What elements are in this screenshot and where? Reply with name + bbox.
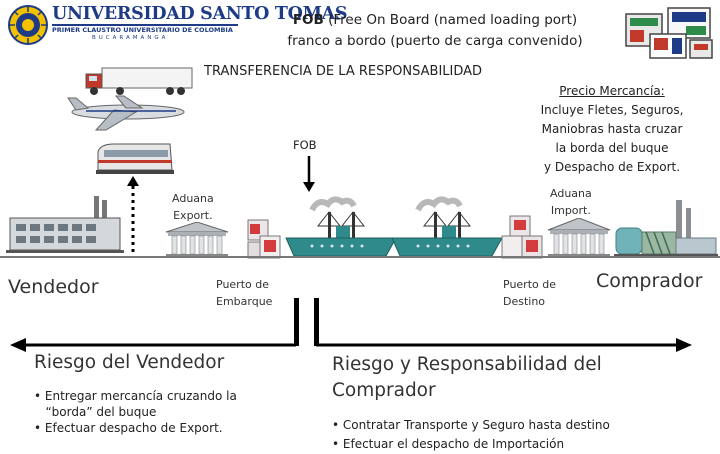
- seller-risk-item: “borda” del buque: [34, 404, 284, 420]
- price-line: Maniobras hasta cruzar: [526, 120, 698, 139]
- buyer-risk-title-line: Riesgo y Responsabilidad del: [332, 352, 632, 378]
- ship-icon: [388, 196, 506, 260]
- price-line: y Despacho de Export.: [526, 158, 698, 177]
- customs-export-line: Aduana: [172, 190, 214, 207]
- destination-port-line: Puerto de: [503, 276, 556, 293]
- buyer-risk-list: • Contratar Transporte y Seguro hasta de…: [332, 416, 712, 454]
- risk-arrows: [0, 296, 720, 360]
- price-note: Precio Mercancía: Incluye Fletes, Seguro…: [526, 82, 698, 177]
- seller-risk-title: Riesgo del Vendedor: [34, 352, 224, 373]
- fob-abbrev: FOB: [293, 12, 324, 28]
- ship-icon: [282, 196, 400, 260]
- fob-title: FOB (Free On Board (named loading port) …: [250, 10, 620, 52]
- price-heading: Precio Mercancía:: [559, 84, 664, 98]
- dotted-arrow: [126, 176, 140, 258]
- buyer-risk-item: • Efectuar el despacho de Importación: [332, 435, 712, 454]
- buyer-risk-title-line: Comprador: [332, 378, 632, 404]
- train-icon: [94, 140, 176, 176]
- ground-line: [0, 256, 720, 258]
- loading-port-line: Puerto de: [216, 276, 272, 293]
- customs-import-line: Import.: [550, 202, 592, 219]
- seller-label: Vendedor: [8, 276, 99, 298]
- fob-spanish: franco a bordo (puerto de carga convenid…: [250, 31, 620, 52]
- seller-risk-list: • Entregar mercancía cruzando la “borda”…: [34, 388, 284, 436]
- buyer-label: Comprador: [596, 270, 702, 292]
- airplane-icon: [66, 92, 190, 136]
- buyer-risk-title: Riesgo y Responsabilidad del Comprador: [332, 352, 632, 404]
- transfer-title: TRANSFERENCIA DE LA RESPONSABILIDAD: [204, 64, 482, 79]
- customs-import-label: Aduana Import.: [550, 185, 592, 219]
- fob-definition: (Free On Board (named loading port): [328, 12, 577, 28]
- fob-marker-arrow: [302, 156, 316, 194]
- seller-risk-item: • Efectuar despacho de Export.: [34, 420, 284, 436]
- shipping-documents-icon: [620, 4, 718, 62]
- industrial-plant-icon: [614, 198, 718, 260]
- customs-export-label: Aduana Export.: [172, 190, 214, 224]
- customs-building-icon: [164, 222, 230, 258]
- customs-building-icon: [546, 218, 612, 258]
- logo-city: BUCARAMANGA: [92, 35, 168, 41]
- seller-risk-item: • Entregar mercancía cruzando la: [34, 388, 284, 404]
- customs-import-line: Aduana: [550, 185, 592, 202]
- price-line: la borda del buque: [526, 139, 698, 158]
- seal-icon: [6, 4, 50, 46]
- price-line: Incluye Fletes, Seguros,: [526, 101, 698, 120]
- fob-marker-label: FOB: [293, 138, 317, 152]
- containers-icon: [500, 214, 546, 262]
- factory-icon: [6, 194, 124, 256]
- logo-subtitle: PRIMER CLAUSTRO UNIVERSITARIO DE COLOMBI…: [52, 26, 233, 34]
- buyer-risk-item: • Contratar Transporte y Seguro hasta de…: [332, 416, 712, 435]
